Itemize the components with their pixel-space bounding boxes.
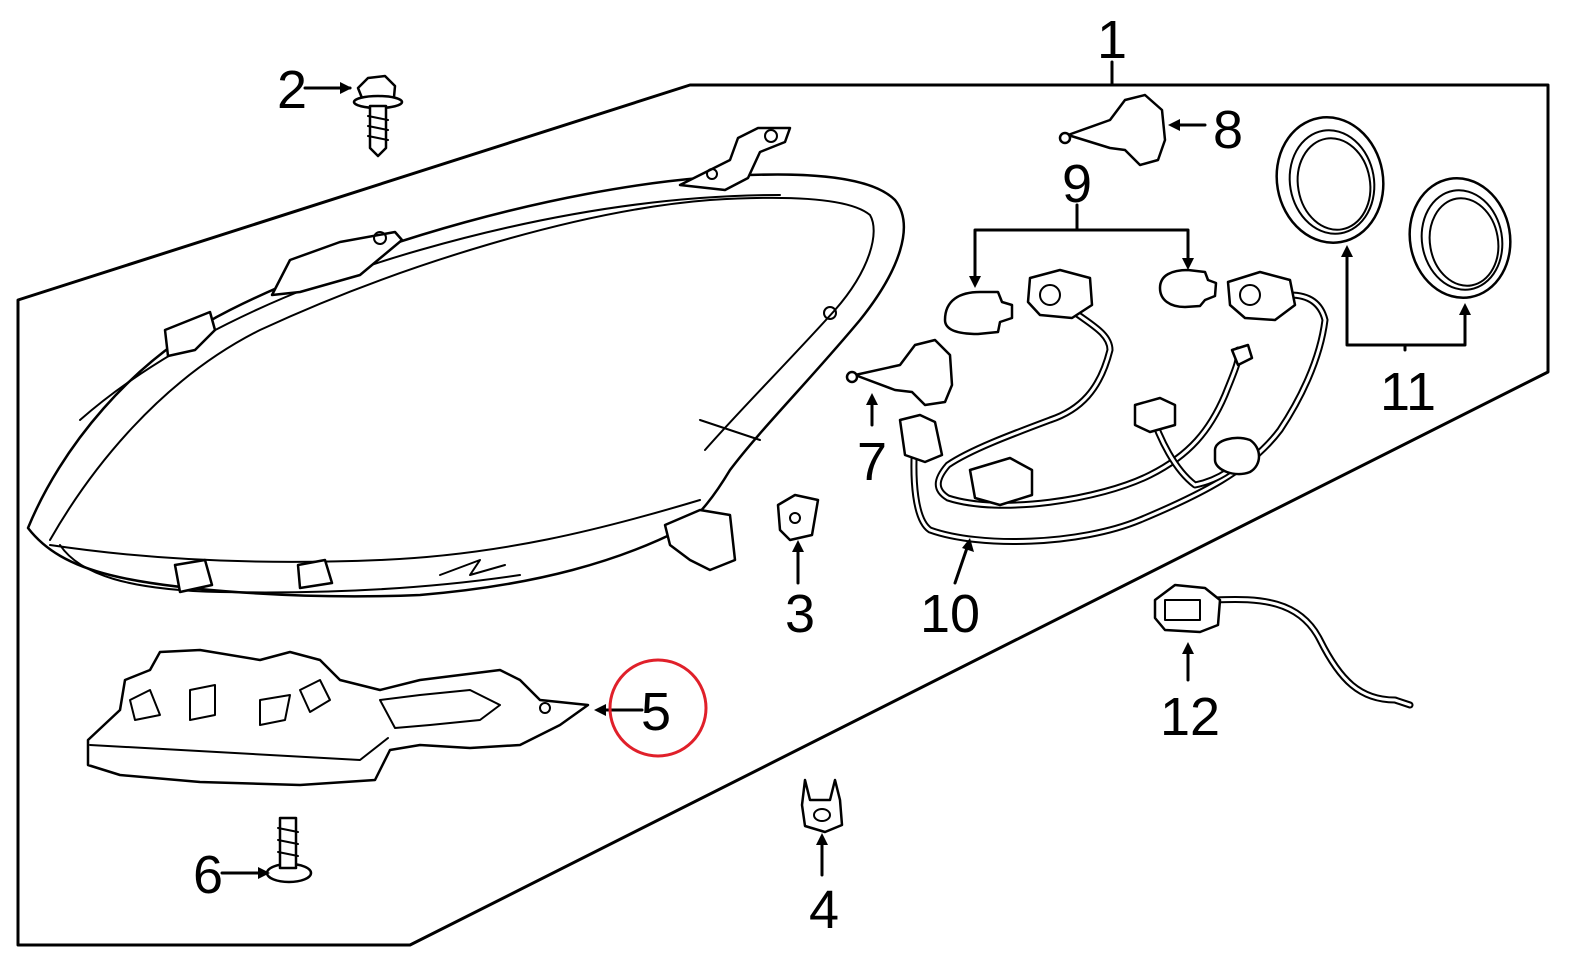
wire-harness[interactable]	[898, 268, 1329, 545]
highlight-circle	[608, 658, 708, 758]
bulb-7[interactable]	[845, 338, 954, 407]
callout-11[interactable]: 11	[1380, 362, 1436, 422]
callout-10[interactable]: 10	[920, 584, 980, 644]
bulb-8[interactable]	[1058, 93, 1167, 167]
clip-4[interactable]	[800, 778, 844, 834]
assembly-panel	[16, 83, 1550, 947]
lower-bracket[interactable]	[86, 648, 590, 787]
callout-4[interactable]: 4	[809, 880, 839, 940]
pigtail-connector[interactable]	[1153, 583, 1414, 709]
leader-lines	[220, 60, 1467, 877]
callout-8[interactable]: 8	[1213, 100, 1243, 160]
bolt-bottom[interactable]	[265, 816, 313, 884]
clip-3[interactable]	[776, 493, 820, 542]
headlamp-housing[interactable]	[26, 126, 905, 598]
callout-5[interactable]: 5	[641, 682, 671, 742]
callout-1[interactable]: 1	[1097, 10, 1127, 70]
screw-top[interactable]	[352, 74, 404, 158]
bulb-9-left[interactable]	[943, 290, 1014, 336]
callout-labels: 1 2 3 4 5 6 7 8 9 10 11 12	[193, 10, 1436, 940]
callout-7[interactable]: 7	[857, 432, 887, 492]
callout-12[interactable]: 12	[1160, 687, 1220, 747]
seal-ring-upper[interactable]	[1267, 109, 1393, 251]
callout-6[interactable]: 6	[193, 845, 223, 905]
callout-2[interactable]: 2	[277, 60, 307, 120]
bulb-9-right[interactable]	[1158, 268, 1218, 309]
callout-3[interactable]: 3	[785, 584, 815, 644]
seal-ring-lower[interactable]	[1400, 170, 1519, 306]
callout-9[interactable]: 9	[1062, 154, 1092, 214]
arrowheads	[258, 82, 1471, 879]
